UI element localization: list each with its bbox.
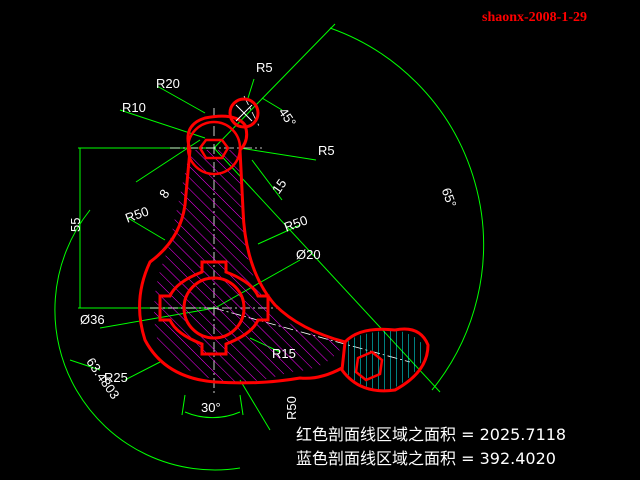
dim-r5-right: R5 bbox=[318, 143, 335, 158]
top-hexagon bbox=[198, 138, 230, 160]
dim-r50-left: R50 bbox=[123, 203, 151, 225]
dim-r25: R25 bbox=[104, 370, 128, 385]
dim-8: 8 bbox=[156, 186, 172, 201]
right-lobe-hatch bbox=[342, 330, 425, 391]
dim-dia36: Ø36 bbox=[80, 312, 105, 327]
part-outline bbox=[138, 97, 430, 393]
dim-r10: R10 bbox=[122, 100, 146, 115]
dim-dia20: Ø20 bbox=[296, 247, 321, 262]
dim-r50-bottom: R50 bbox=[284, 396, 299, 420]
right-hexagon bbox=[354, 350, 384, 382]
dim-r20: R20 bbox=[156, 76, 180, 91]
dimension-lines bbox=[54, 23, 484, 471]
dim-r5-top: R5 bbox=[256, 60, 273, 75]
dim-r15: R15 bbox=[272, 346, 296, 361]
blue-area-result: 蓝色剖面线区域之面积 = 392.4020 bbox=[296, 449, 556, 468]
dim-30-angle: 30° bbox=[201, 400, 221, 415]
crosshair bbox=[235, 104, 253, 122]
dim-65-angle: 65° bbox=[439, 186, 460, 210]
red-area-result: 红色剖面线区域之面积 = 2025.7118 bbox=[296, 425, 567, 444]
dim-55: 55 bbox=[68, 218, 83, 232]
dim-15: 15 bbox=[269, 176, 290, 196]
dim-r50-right: R50 bbox=[282, 212, 310, 234]
signature-text: shaonx-2008-1-29 bbox=[482, 10, 587, 25]
main-body-hatch bbox=[154, 150, 345, 383]
